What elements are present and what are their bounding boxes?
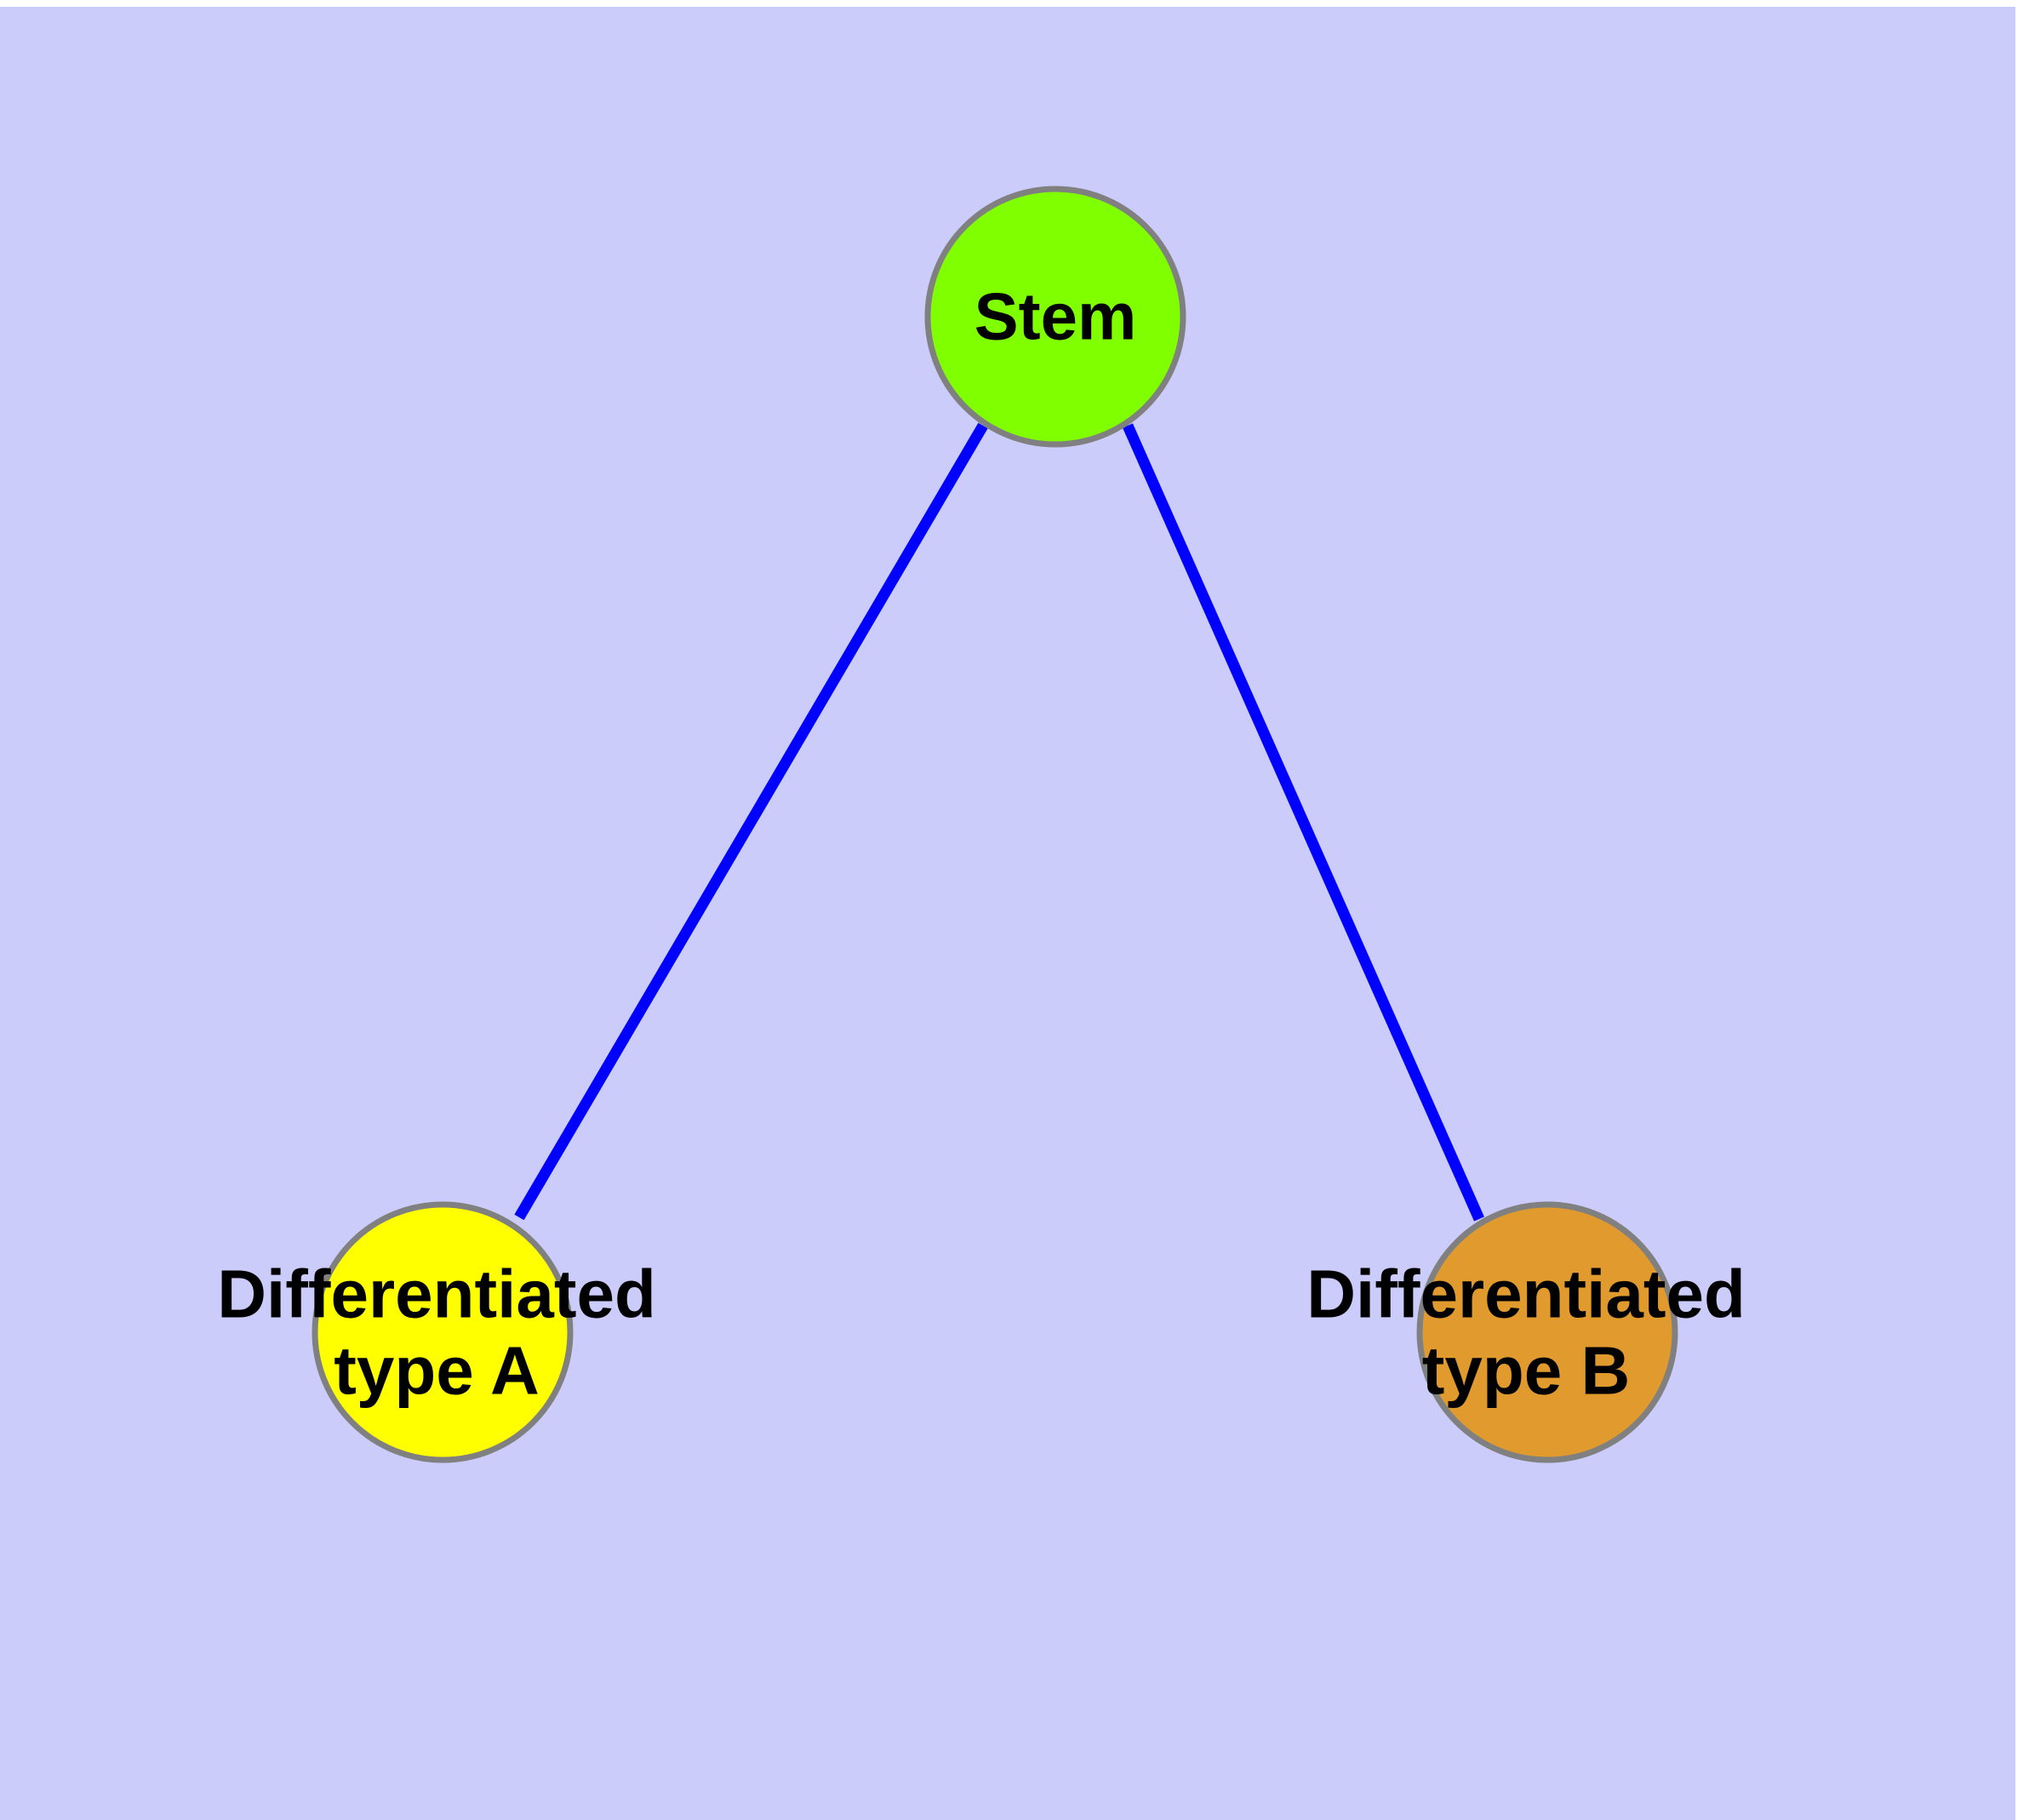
- node-diff-a[interactable]: [311, 1201, 574, 1463]
- edge-stem-to-diff-a[interactable]: [514, 422, 988, 1221]
- node-stem[interactable]: [924, 186, 1186, 448]
- edges-group: [514, 422, 1484, 1222]
- node-diff-b[interactable]: [1416, 1201, 1678, 1463]
- edge-stem-to-diff-b[interactable]: [1123, 423, 1484, 1222]
- nodes-group: [311, 186, 1678, 1463]
